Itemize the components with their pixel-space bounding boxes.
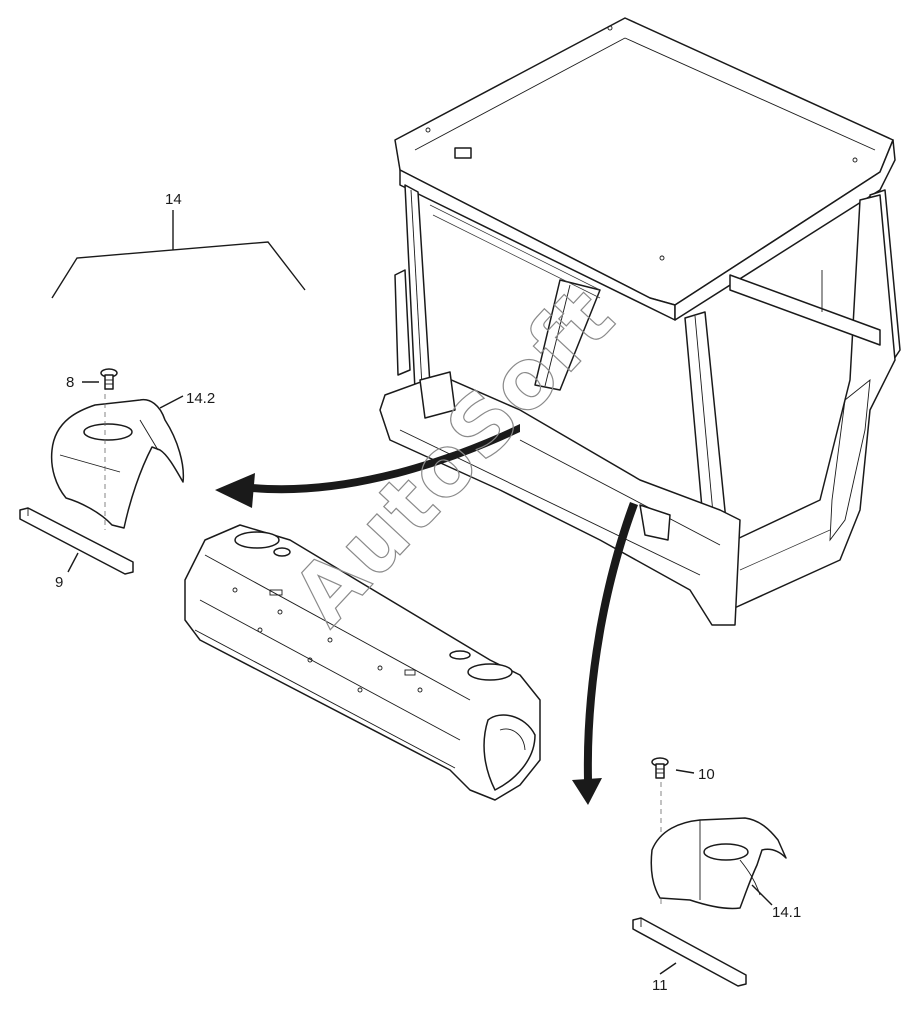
part-14-2-cover-left bbox=[50, 398, 185, 529]
callout-14-2-label: 14.2 bbox=[186, 390, 215, 407]
arrow-to-left-cover bbox=[215, 424, 520, 508]
callout-14-2-leader bbox=[159, 395, 184, 409]
callout-9-label: 9 bbox=[55, 574, 63, 591]
cab-frame bbox=[379, 17, 901, 626]
callout-11-label: 11 bbox=[652, 977, 668, 994]
callout-14-1-label: 14.1 bbox=[772, 904, 801, 921]
arrow-to-right-cover bbox=[572, 502, 638, 805]
part-8-bolt: 8 bbox=[66, 368, 118, 391]
callout-8-label: 8 bbox=[66, 374, 74, 391]
part-14-1-cover-right bbox=[650, 817, 787, 910]
part-10-bolt: 10 bbox=[651, 757, 715, 783]
step-assembly bbox=[184, 524, 541, 801]
part-11-seal-strip: 11 bbox=[632, 917, 747, 994]
callout-14-1-leader bbox=[751, 884, 773, 906]
callout-14-label: 14 bbox=[165, 191, 182, 208]
callout-10-label: 10 bbox=[698, 766, 715, 783]
part-9-seal-strip: 9 bbox=[19, 507, 134, 591]
callout-14: 14 bbox=[51, 191, 306, 299]
